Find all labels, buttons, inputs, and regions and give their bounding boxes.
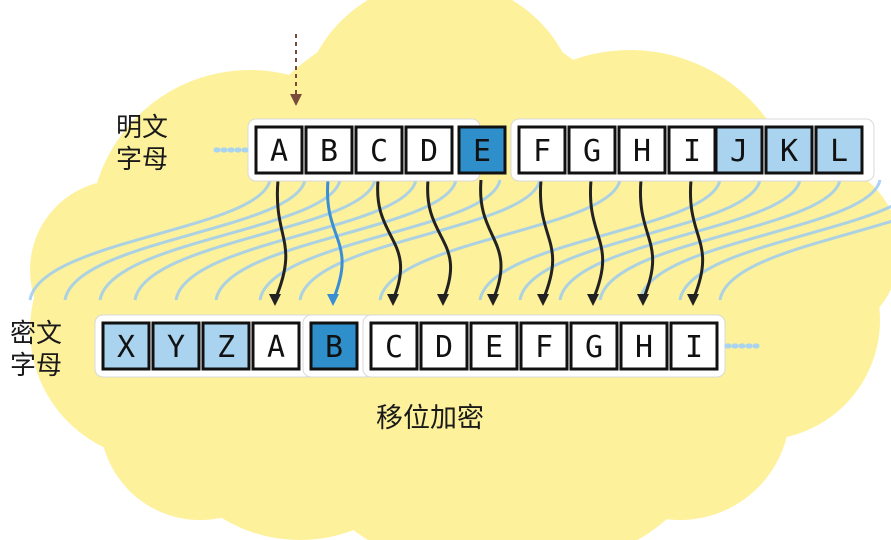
plaintext-cell	[567, 125, 617, 175]
ciphertext-cell	[519, 321, 569, 371]
mapping-arrow-light	[558, 179, 802, 301]
mapping-arrow-e	[479, 179, 503, 301]
plaintext-cell	[354, 125, 404, 175]
plaintext-letter: K	[780, 134, 798, 169]
plaintext-label-line2: 字母	[115, 145, 168, 175]
mapping-arrow-light	[133, 179, 377, 301]
mapping-arrow-d	[426, 179, 453, 301]
ciphertext-letter: D	[435, 330, 453, 365]
ciphertext-cell	[619, 321, 669, 371]
plaintext-cell	[814, 125, 864, 175]
ciphertext-label-line1: 密文	[9, 319, 62, 349]
ciphertext-letter: G	[585, 330, 603, 365]
plaintext-cell	[517, 125, 567, 175]
arrowhead	[269, 294, 281, 306]
plaintext-label-line1: 明文	[115, 113, 168, 143]
mapping-arrow-g	[588, 179, 605, 301]
mapping-arrow-light	[174, 179, 418, 301]
arrowhead	[587, 294, 599, 306]
ciphertext-cell	[151, 321, 201, 371]
plaintext-cell	[764, 125, 814, 175]
arrowhead	[327, 294, 339, 306]
ciphertext-label: 密文 字母	[6, 318, 66, 382]
plaintext-cell	[404, 125, 454, 175]
mapping-arrow-c	[376, 179, 403, 301]
mapping-arrow-light	[258, 179, 502, 301]
ciphertext-cell	[251, 321, 301, 371]
caption: 移位加密	[376, 403, 484, 434]
arrowhead	[487, 294, 499, 306]
ciphertext-cell	[419, 321, 469, 371]
ciphertext-label-line2: 字母	[9, 351, 62, 381]
mapping-arrow-light	[63, 179, 307, 301]
plaintext-letter: C	[370, 134, 388, 169]
arrowhead	[637, 294, 649, 306]
plaintext-letter: J	[730, 134, 748, 169]
mapping-arrow-f	[538, 179, 555, 301]
plaintext-cell	[617, 125, 667, 175]
mapping-arrow-light	[638, 179, 882, 301]
plaintext-letter: F	[533, 134, 551, 169]
plaintext-letter: D	[420, 134, 438, 169]
mapping-arrow-light	[598, 179, 842, 301]
mapping-arrow-a	[273, 179, 288, 301]
arrowhead	[387, 294, 399, 306]
pointer-arrow	[290, 34, 302, 106]
ciphertext-cell	[369, 321, 419, 371]
mapping-arrow-b	[326, 179, 344, 301]
mapping-arrow-light	[478, 179, 722, 301]
mapping-arrow-light	[298, 179, 542, 301]
ciphertext-letter: F	[535, 330, 553, 365]
plaintext-letter: A	[270, 134, 288, 169]
plaintext-cell	[714, 125, 764, 175]
plaintext-cell	[667, 125, 717, 175]
mapping-arrow-light	[378, 179, 622, 301]
ciphertext-letter: I	[685, 330, 703, 365]
plaintext-cell	[304, 125, 354, 175]
plaintext-letter: H	[633, 134, 651, 169]
ciphertext-cell	[569, 321, 619, 371]
mapping-arrows	[28, 179, 891, 306]
ciphertext-letter: X	[117, 330, 135, 365]
plaintext-cell	[457, 125, 507, 175]
mapping-arrow-light	[718, 219, 891, 301]
ciphertext-cell	[201, 321, 251, 371]
arrowhead	[537, 294, 549, 306]
mapping-arrow-h	[638, 179, 655, 301]
ciphertext-letter: E	[485, 330, 503, 365]
ciphertext-cell	[469, 321, 519, 371]
mapping-arrow-i	[688, 179, 705, 301]
mapping-arrow-light	[98, 179, 342, 301]
ciphertext-letter: H	[635, 330, 653, 365]
ciphertext-cell	[101, 321, 151, 371]
plaintext-letter: I	[683, 134, 701, 169]
ciphertext-letter: C	[385, 330, 403, 365]
ciphertext-letter: B	[325, 330, 343, 365]
mapping-arrow-light	[678, 204, 891, 301]
arrowhead	[437, 294, 449, 306]
plaintext-letter: L	[830, 134, 848, 169]
ciphertext-letter: Z	[217, 330, 235, 365]
arrowhead	[687, 294, 699, 306]
plaintext-cell	[254, 125, 304, 175]
ciphertext-letter: A	[267, 330, 285, 365]
ciphertext-cell	[669, 321, 719, 371]
ciphertext-cell	[309, 321, 359, 371]
plaintext-label: 明文 字母	[112, 112, 172, 176]
plaintext-letter: E	[473, 134, 491, 169]
cloud-puff	[720, 160, 891, 340]
plaintext-letter: B	[320, 134, 338, 169]
ciphertext-letter: Y	[167, 330, 185, 365]
mapping-arrow-light	[518, 179, 762, 301]
mapping-arrow-light	[28, 179, 272, 301]
plaintext-letter: G	[583, 134, 601, 169]
